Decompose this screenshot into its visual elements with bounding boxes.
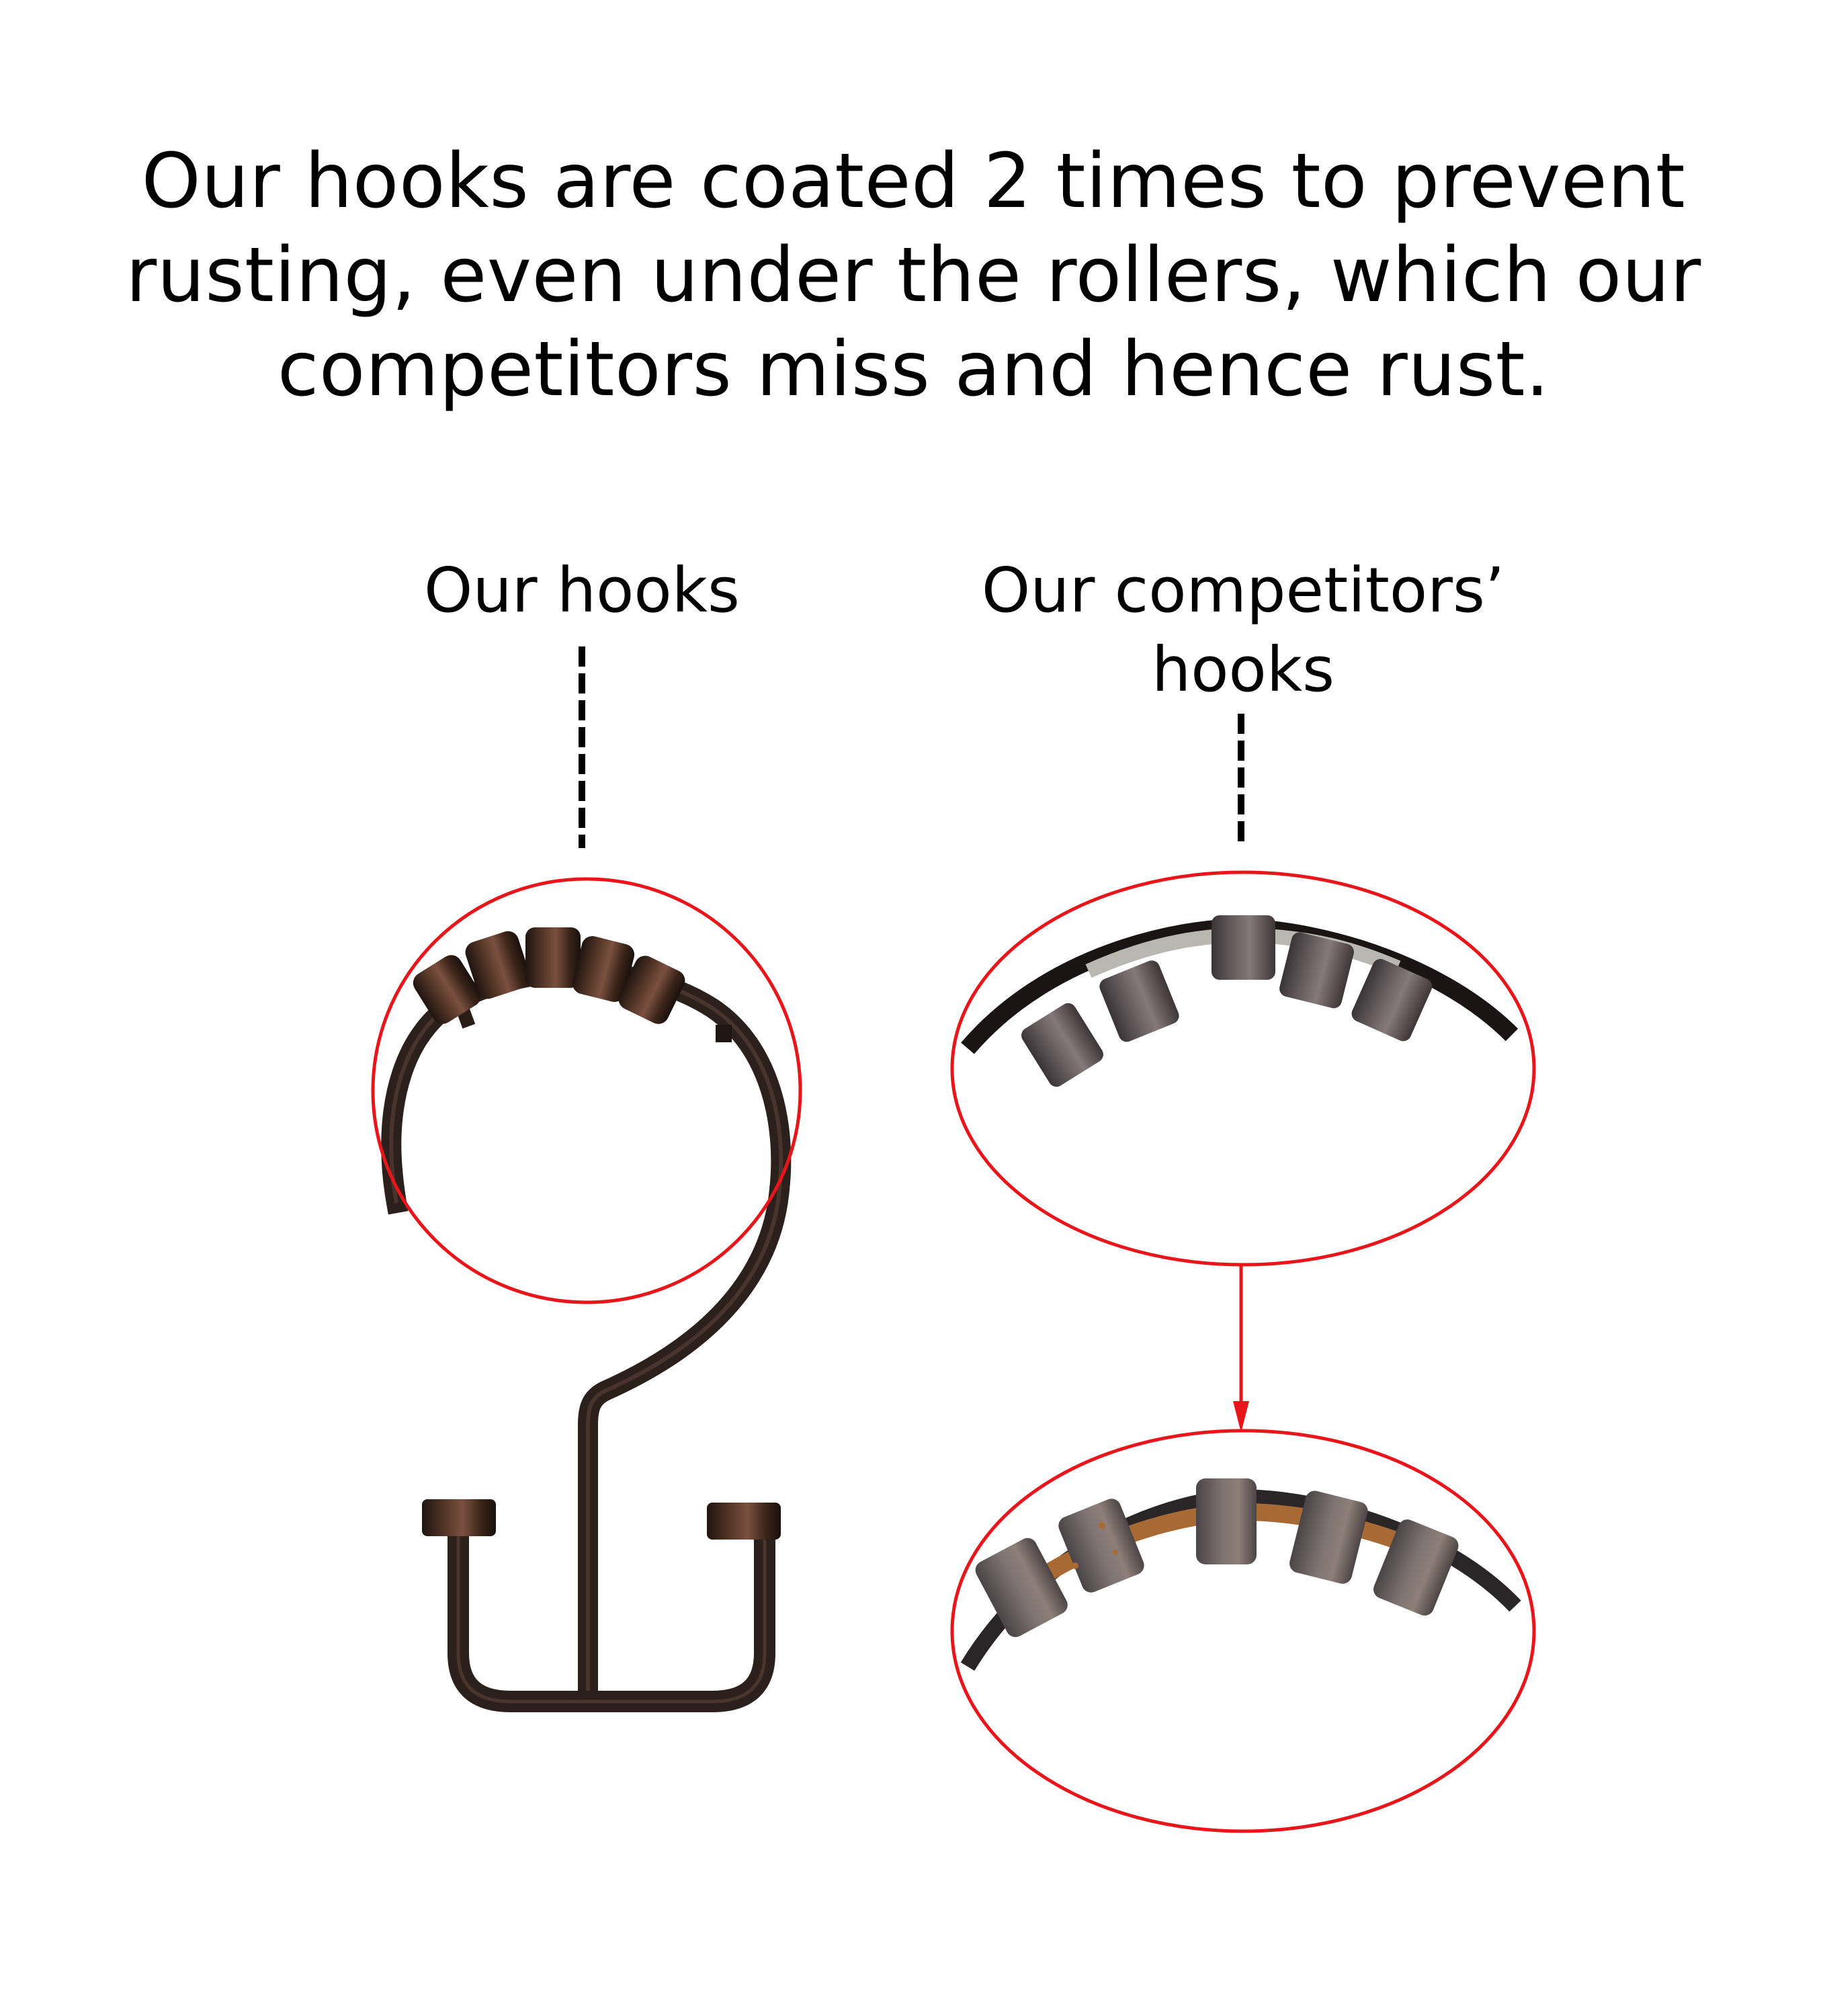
competitor-label-line-2: hooks [1151, 634, 1335, 706]
our-hook-highlight-ellipse [371, 877, 802, 1304]
competitor-rusted-closeup [960, 1478, 1521, 1671]
rusted-rollers [975, 1478, 1459, 1638]
competitor-highlight-ellipse [950, 870, 1536, 1267]
competitor-hook-closeup [961, 915, 1519, 1087]
our-hook-image [381, 927, 792, 1712]
down-arrow-icon [1233, 1265, 1249, 1433]
competitor-rollers [1021, 915, 1433, 1087]
competitor-hooks-label: Our competitors’ hooks [927, 551, 1559, 710]
headline-line-2: rusting, even under the rollers, which o… [126, 232, 1701, 319]
rust-highlight-ellipse [950, 1429, 1536, 1833]
competitor-label-line-1: Our competitors’ [981, 554, 1505, 626]
our-hooks-label: Our hooks [424, 554, 740, 626]
headline-line-1: Our hooks are coated 2 times to prevent [141, 138, 1686, 225]
headline-line-3: competitors miss and hence rust. [277, 326, 1550, 413]
our-hook-rollers [413, 927, 685, 1024]
headline: Our hooks are coated 2 times to prevent … [0, 134, 1827, 417]
